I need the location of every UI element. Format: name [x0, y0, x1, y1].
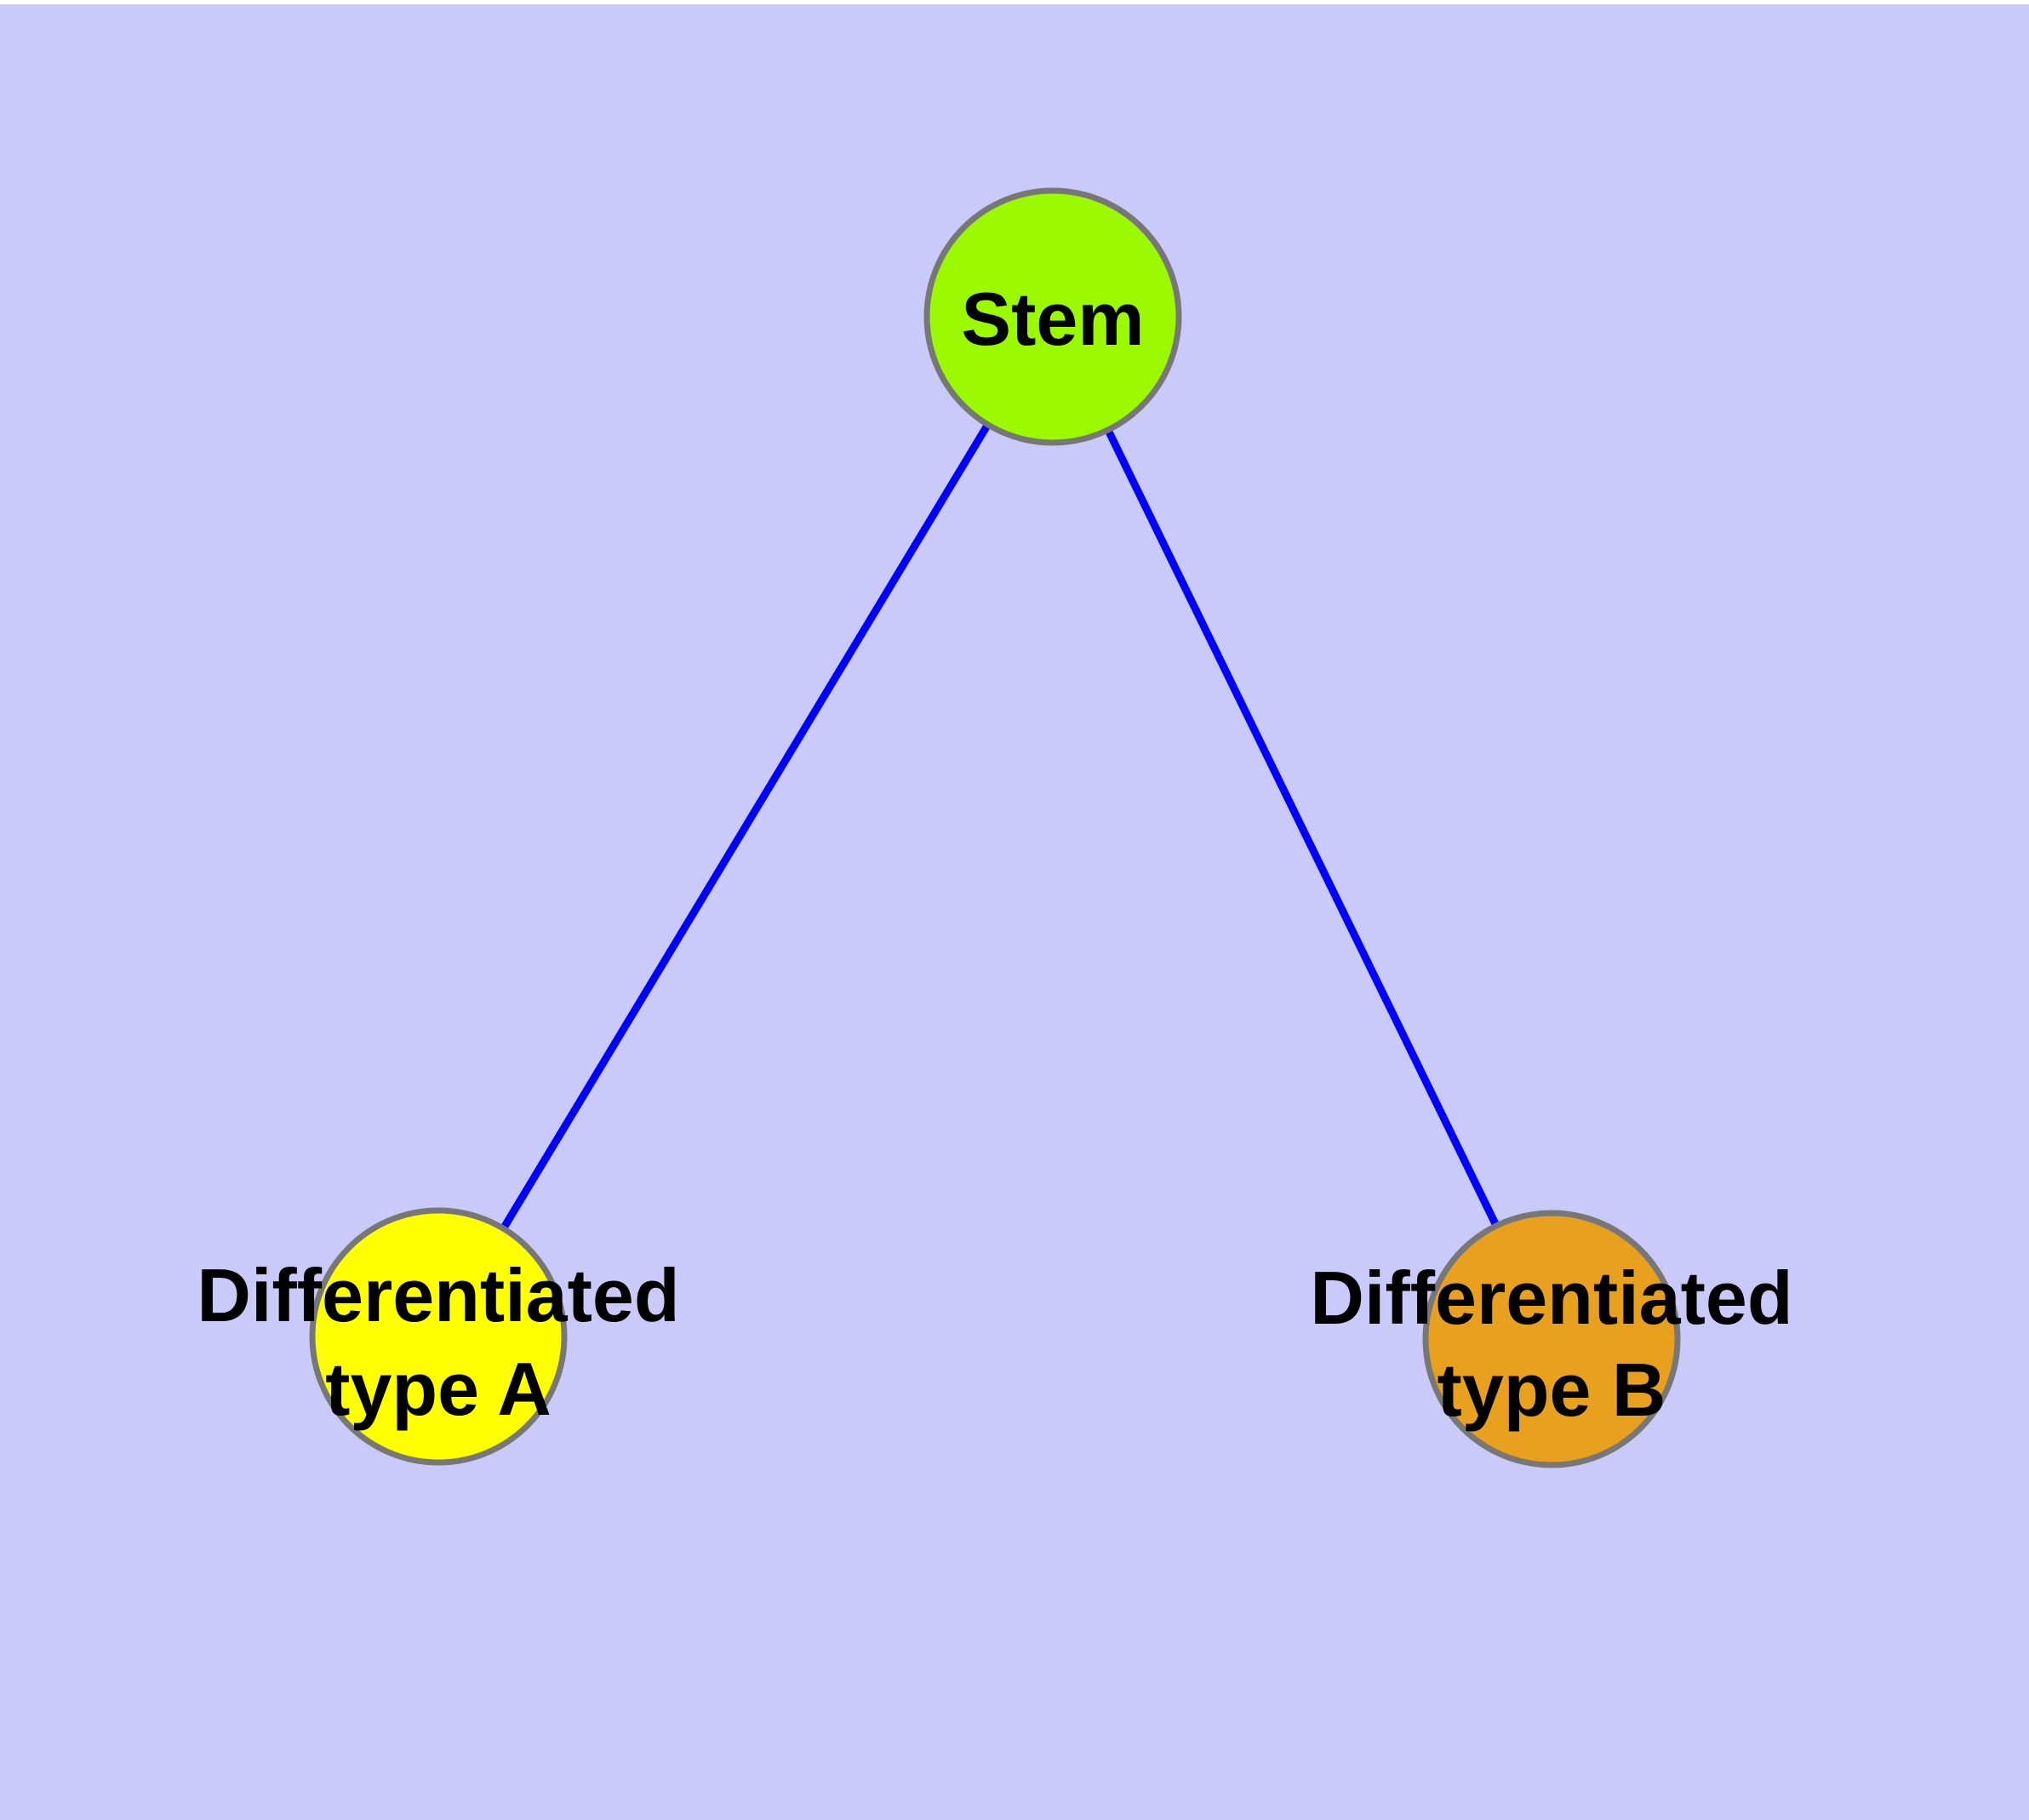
node-stem-circle [923, 187, 1182, 446]
node-type-a: Differentiated type A [197, 1207, 680, 1466]
node-type-b-circle [1422, 1210, 1681, 1468]
node-stem: Stem [923, 187, 1182, 446]
node-type-b-label-line1: Differentiated [1310, 1256, 1792, 1340]
node-type-a-label-line1: Differentiated [197, 1253, 679, 1337]
node-stem-label: Stem [961, 277, 1144, 361]
edges-layer [435, 314, 1556, 1341]
edge-stem-to-type-b [1049, 315, 1556, 1341]
node-type-b: Differentiated type B [1310, 1210, 1793, 1468]
top-border-strip [0, 0, 2029, 4]
edge-stem-to-type-a [435, 314, 1056, 1339]
node-type-a-circle [309, 1207, 568, 1466]
node-type-a-label-line2: type A [325, 1347, 552, 1431]
node-type-b-label-line2: type B [1437, 1348, 1666, 1432]
